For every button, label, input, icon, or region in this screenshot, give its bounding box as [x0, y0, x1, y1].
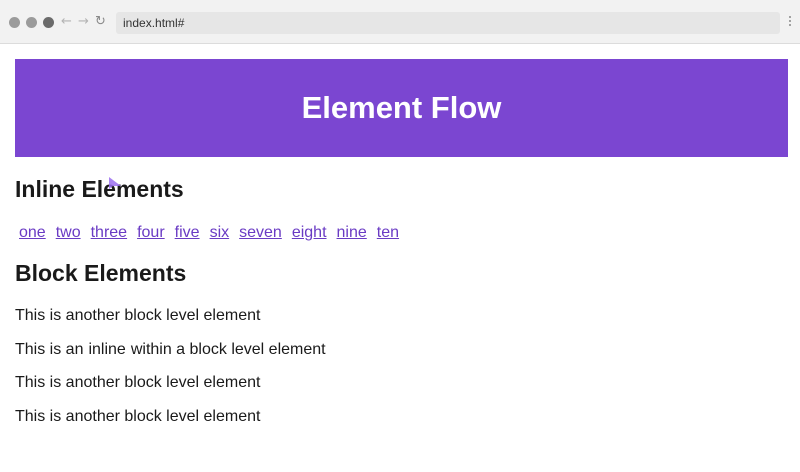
link-four[interactable]: four — [137, 224, 165, 241]
address-bar[interactable]: index.html# — [116, 12, 780, 34]
inline-demo-span: inline — [88, 341, 126, 358]
maximize-window-icon[interactable] — [43, 17, 54, 28]
close-window-icon[interactable] — [9, 17, 20, 28]
link-three[interactable]: three — [90, 224, 128, 241]
link-six[interactable]: six — [209, 224, 230, 241]
url-text: index.html# — [123, 16, 185, 30]
reload-icon[interactable]: ↻ — [95, 14, 106, 29]
link-seven[interactable]: seven — [239, 224, 282, 241]
link-five[interactable]: five — [174, 224, 200, 241]
block-line-2-after: within a block level element — [130, 341, 326, 358]
block-line-2-before: This is an — [15, 341, 84, 358]
link-eight[interactable]: eight — [291, 224, 327, 241]
kebab-menu-icon[interactable] — [789, 16, 792, 30]
link-two[interactable]: two — [55, 224, 81, 241]
link-ten[interactable]: ten — [376, 224, 400, 241]
header-banner: Element Flow — [15, 59, 788, 157]
back-arrow-icon[interactable]: ← — [61, 14, 72, 29]
browser-toolbar: ← → ↻ index.html# — [0, 0, 800, 44]
block-line-4: This is another block level element — [15, 408, 261, 425]
link-nine[interactable]: nine — [336, 224, 367, 241]
block-elements-heading: Block Elements — [15, 260, 187, 286]
link-one[interactable]: one — [19, 224, 46, 241]
block-line-3: This is another block level element — [15, 374, 261, 391]
page-title: Element Flow — [301, 90, 502, 125]
minimize-window-icon[interactable] — [26, 17, 37, 28]
inline-elements-heading: Inline Elements — [15, 176, 184, 202]
forward-arrow-icon[interactable]: → — [78, 14, 89, 29]
block-line-1: This is another block level element — [15, 307, 261, 324]
mouse-cursor-icon — [109, 177, 121, 189]
